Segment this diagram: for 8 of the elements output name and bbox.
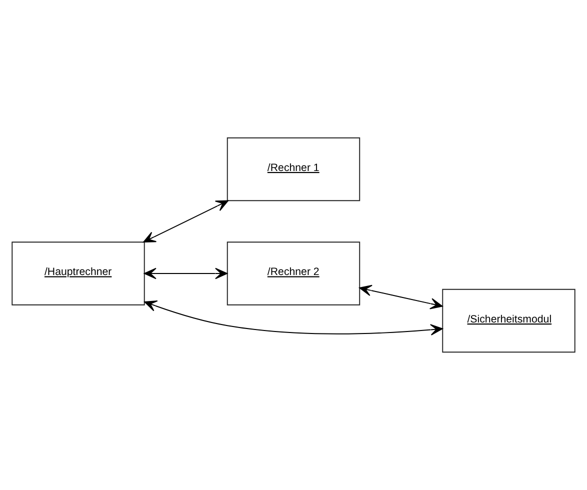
arrow bbox=[144, 268, 228, 280]
arrow bbox=[143, 200, 228, 243]
node-box: /Hauptrechner bbox=[12, 242, 145, 306]
node-box: /Rechner 1 bbox=[226, 137, 360, 202]
node-box: /Sicherheitsmodul bbox=[442, 288, 576, 353]
arrow bbox=[359, 284, 443, 310]
arrow bbox=[144, 300, 443, 336]
node-box: /Rechner 2 bbox=[226, 242, 360, 306]
